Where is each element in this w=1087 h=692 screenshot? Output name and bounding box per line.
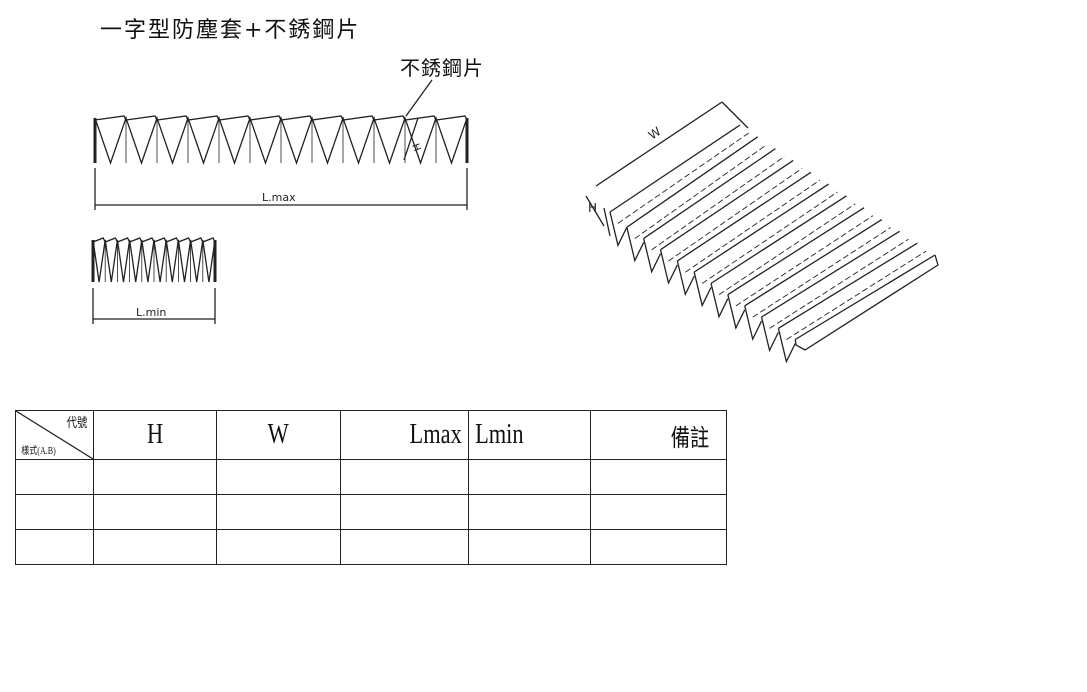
fold-ridge: [643, 148, 776, 239]
fold-profile: [609, 211, 628, 248]
cell[interactable]: [340, 459, 469, 495]
hidden-fold: [718, 203, 856, 296]
fold-profile: [760, 316, 779, 353]
hidden-fold: [769, 238, 909, 329]
fold-profile: [727, 294, 746, 330]
hidden-fold: [752, 227, 891, 318]
w-dimension-line: [595, 101, 723, 187]
h-dimension-iso: [585, 195, 605, 227]
hidden-fold: [651, 156, 785, 251]
cell[interactable]: [468, 529, 591, 565]
fold-profile: [710, 283, 729, 319]
fold-ridge: [626, 136, 759, 228]
header-h: H: [93, 410, 217, 460]
fold-ridge: [677, 171, 812, 262]
cell[interactable]: [216, 529, 341, 565]
cell[interactable]: [15, 459, 94, 495]
table-row: [15, 529, 727, 565]
fold-profile: [643, 238, 662, 274]
fold-ridge: [609, 124, 741, 213]
stainless-plate-callout: 不銹鋼片: [400, 56, 484, 80]
code-label: 代號: [66, 415, 88, 430]
hidden-fold: [701, 191, 838, 284]
fold-ridge: [727, 207, 865, 296]
cell[interactable]: [15, 529, 94, 565]
header-w: W: [216, 410, 341, 460]
h-dimension: [403, 117, 419, 161]
header-lmin: Lmin: [468, 410, 591, 460]
cell[interactable]: [468, 459, 591, 495]
cell[interactable]: [340, 494, 469, 530]
bellows-compressed: [91, 237, 217, 283]
fold-ridge: [744, 218, 883, 307]
cell[interactable]: [15, 494, 94, 530]
w-label: W: [646, 124, 664, 142]
style-label: 樣式(A.B): [21, 446, 56, 457]
h-label-iso: H: [588, 201, 597, 215]
fold-ridge: [761, 230, 900, 318]
cell[interactable]: [93, 529, 217, 565]
header-lmax: Lmax: [340, 410, 469, 460]
cell[interactable]: [468, 494, 591, 530]
cell[interactable]: [340, 529, 469, 565]
h-label-side: H: [409, 142, 422, 153]
lmax-label: L.max: [262, 191, 296, 204]
fold-profile: [659, 249, 678, 285]
hidden-fold: [786, 250, 927, 340]
cell[interactable]: [590, 494, 727, 530]
fold-ridge: [660, 159, 794, 251]
fold-ridge: [794, 254, 936, 341]
cell[interactable]: [590, 529, 727, 565]
hidden-fold: [617, 132, 750, 224]
fold-profile: [626, 227, 645, 263]
table-header-row: 代號 樣式(A.B) H W Lmax Lmin 備註: [15, 410, 727, 460]
fold-profile: [693, 271, 712, 308]
fold-ridge: [710, 195, 847, 284]
header-remarks: 備註: [590, 410, 727, 460]
fold-profile: [676, 260, 695, 297]
corner-cell: 代號 樣式(A.B): [15, 410, 94, 460]
table-row: [15, 494, 727, 530]
table-row: [15, 459, 727, 495]
cell[interactable]: [93, 494, 217, 530]
cell[interactable]: [590, 459, 727, 495]
cell[interactable]: [216, 459, 341, 495]
callout-leader: [405, 79, 433, 117]
cell[interactable]: [93, 459, 217, 495]
hidden-fold: [735, 215, 874, 307]
end-rail: [603, 207, 939, 351]
spec-table: 代號 樣式(A.B) H W Lmax Lmin 備註: [15, 410, 727, 565]
drawing-title: 一字型防塵套+不銹鋼片: [100, 18, 361, 43]
bellows-extended: [93, 115, 469, 165]
hidden-fold: [668, 167, 803, 262]
fold-profile: [777, 328, 796, 364]
cell[interactable]: [216, 494, 341, 530]
bellows-isometric: [603, 124, 939, 364]
fold-ridge: [693, 183, 829, 273]
hidden-fold: [685, 179, 821, 273]
fold-profile: [744, 305, 763, 342]
lmin-label: L.min: [136, 306, 166, 319]
fold-ridge: [778, 242, 918, 329]
w-ext: [721, 101, 749, 129]
